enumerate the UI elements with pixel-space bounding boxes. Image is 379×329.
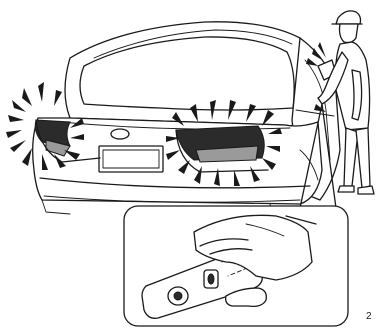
figure-number: 2 [366,311,372,322]
car-rear-icon [33,22,340,214]
